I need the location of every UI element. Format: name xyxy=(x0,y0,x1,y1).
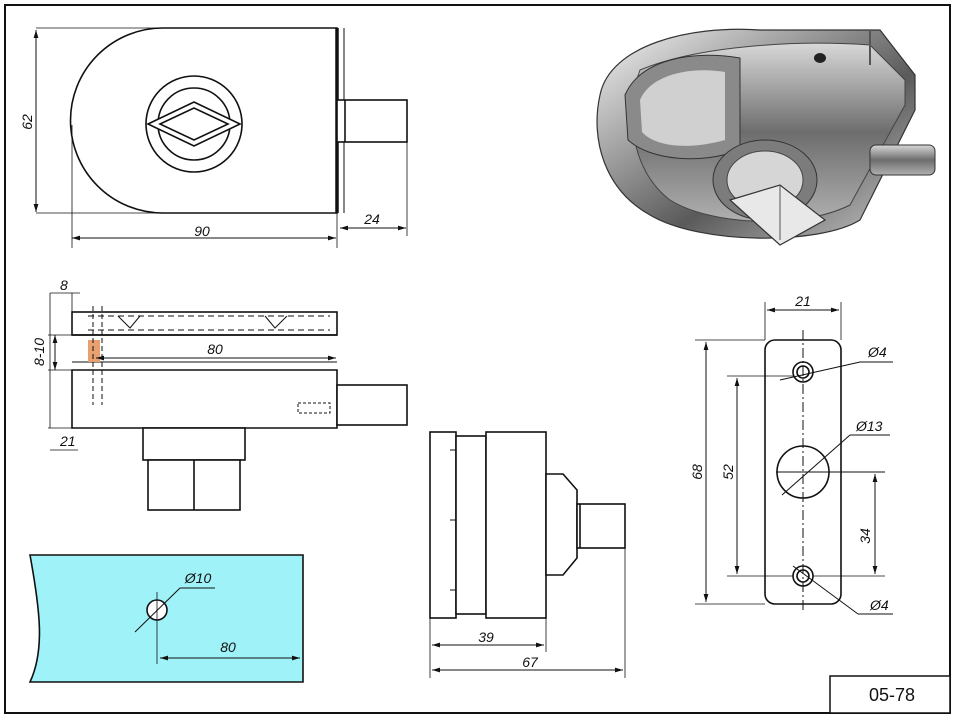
glass-seal xyxy=(88,340,100,362)
dim-68: 68 xyxy=(689,464,705,480)
sheet-border xyxy=(4,4,951,714)
section-view xyxy=(48,292,408,511)
plate-hole-top xyxy=(792,361,814,383)
plate-view xyxy=(695,302,893,615)
dim-8-10: 8-10 xyxy=(31,338,47,366)
dim-39: 39 xyxy=(478,629,494,645)
dim-34: 34 xyxy=(857,528,873,544)
lock-3d-render-icon xyxy=(596,28,936,246)
dim-80-section: 80 xyxy=(207,341,223,357)
dim-67: 67 xyxy=(522,654,539,670)
dim-90: 90 xyxy=(194,223,210,239)
dim-80-glass: 80 xyxy=(220,639,236,655)
title-block xyxy=(829,675,951,714)
dim-d13: Ø13 xyxy=(855,418,883,434)
drawing-code: 05-78 xyxy=(869,685,915,705)
dim-d4-bottom: Ø4 xyxy=(869,597,889,613)
dim-62: 62 xyxy=(19,114,35,130)
dim-d4-top: Ø4 xyxy=(867,344,887,360)
front-view xyxy=(33,27,408,248)
dim-52: 52 xyxy=(720,464,736,480)
dim-21-section: 21 xyxy=(59,433,76,449)
glass-panel xyxy=(28,554,304,683)
dim-24: 24 xyxy=(363,211,380,227)
glass-view xyxy=(28,554,304,683)
dim-21-plate: 21 xyxy=(794,293,811,309)
dim-10: Ø10 xyxy=(184,570,212,586)
dim-8: 8 xyxy=(60,277,68,293)
side-view xyxy=(429,431,626,678)
